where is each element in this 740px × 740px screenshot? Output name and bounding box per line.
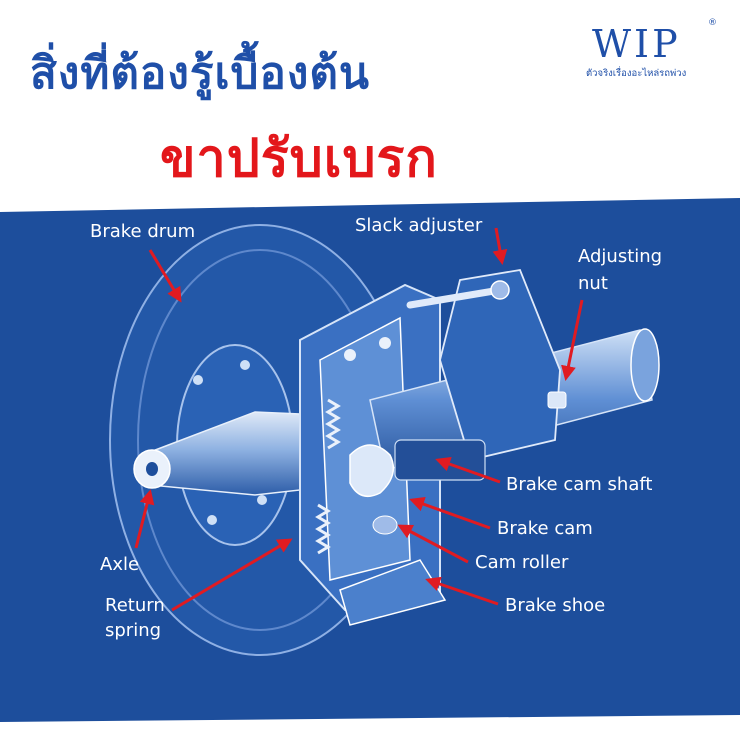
label-return-spring-line2: spring — [105, 620, 162, 641]
label-brake-drum: Brake drum — [90, 221, 196, 242]
arrow-brake-drum — [148, 249, 182, 303]
arrow-return-spring — [171, 538, 293, 612]
label-axle: Axle — [100, 554, 140, 575]
slack-adjuster-body — [439, 268, 561, 462]
label-brake-cam: Brake cam — [497, 518, 593, 539]
push-rod — [406, 286, 504, 309]
label-adjusting-nut-line1: Adjusting — [578, 246, 663, 267]
label-return-spring-line1: Return — [105, 595, 165, 616]
arrow-brake-cam-shaft — [435, 456, 501, 484]
label-brake-shoe: Brake shoe — [505, 595, 606, 616]
arrow-slack-adjuster — [492, 227, 508, 265]
arrow-adjusting-nut — [561, 299, 584, 381]
cam-roller-shape — [372, 515, 398, 535]
logo-tagline: ตัวจริงเรื่องอะไหล่รถพ่วง — [586, 68, 687, 79]
arrow-cam-roller — [397, 524, 469, 564]
brake-cam-shape — [349, 444, 395, 498]
page-subtitle: ขาปรับเบรก — [160, 129, 438, 189]
arrow-brake-shoe — [425, 576, 499, 606]
registered-mark: ® — [708, 18, 717, 28]
logo-wordmark: WIP — [592, 22, 681, 66]
arrow-brake-cam — [409, 496, 491, 530]
label-brake-cam-shaft: Brake cam shaft — [506, 474, 653, 495]
brand-logo: WIP ® ตัวจริงเรื่องอะไหล่รถพ่วง — [586, 18, 722, 84]
pointer-arrows — [134, 227, 584, 612]
arrow-axle — [134, 489, 155, 549]
return-spring-coils — [315, 398, 341, 555]
label-cam-roller: Cam roller — [475, 552, 569, 573]
label-slack-adjuster: Slack adjuster — [355, 215, 483, 236]
adjusting-nut-shape — [547, 391, 567, 409]
page-title: สิ่งที่ต้องรู้เบื้องต้น — [30, 48, 370, 99]
brake-shoe-shape — [339, 559, 447, 626]
label-adjusting-nut-line2: nut — [578, 273, 608, 294]
